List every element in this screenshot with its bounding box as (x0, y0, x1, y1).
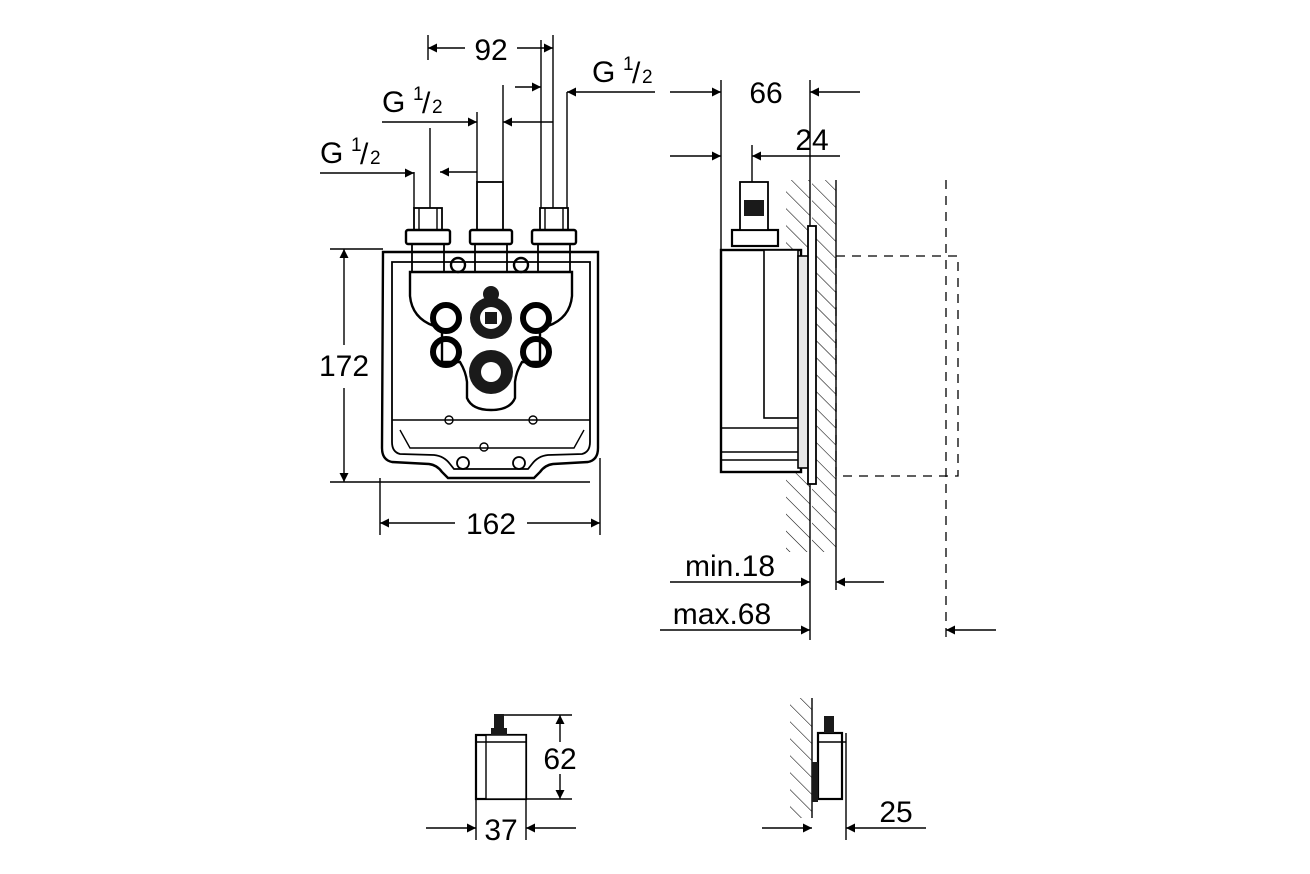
dim-max68-label: max.68 (673, 598, 771, 631)
side-view (719, 180, 959, 640)
connection-label-middle: G 1 / 2 (382, 84, 443, 120)
side-view-dimensions: 66 24 min.18 max.68 (660, 77, 996, 640)
front-view (380, 35, 600, 480)
svg-text:G: G (382, 86, 405, 119)
connection-label-right: G 1 / 2 (592, 54, 653, 90)
svg-text:G: G (592, 56, 615, 89)
dim-25-label: 25 (879, 796, 912, 829)
svg-text:1: 1 (351, 135, 362, 156)
dim-162-label: 162 (466, 508, 516, 541)
svg-text:2: 2 (432, 97, 443, 118)
dim-37-label: 37 (484, 814, 517, 847)
dim-24-label: 24 (795, 124, 828, 157)
dim-66-label: 66 (749, 77, 782, 110)
svg-text:/: / (632, 57, 641, 90)
dim-172-label: 172 (319, 350, 369, 383)
sensor-side-view: 25 (762, 698, 926, 840)
svg-text:1: 1 (623, 54, 634, 75)
connection-label-left: G 1 / 2 (320, 135, 381, 171)
sensor-front-view: 62 37 (426, 714, 577, 847)
svg-text:1: 1 (413, 84, 424, 105)
dim-92-label: 92 (474, 34, 507, 67)
svg-text:/: / (360, 138, 369, 171)
dim-62-label: 62 (543, 743, 576, 776)
front-view-dimensions: 92 G 1 / 2 G 1 / 2 G 1 / 2 (319, 34, 655, 541)
svg-text:/: / (422, 87, 431, 120)
svg-text:G: G (320, 137, 343, 170)
svg-text:2: 2 (370, 148, 381, 169)
dim-min18-label: min.18 (685, 550, 775, 583)
svg-text:2: 2 (642, 67, 653, 88)
